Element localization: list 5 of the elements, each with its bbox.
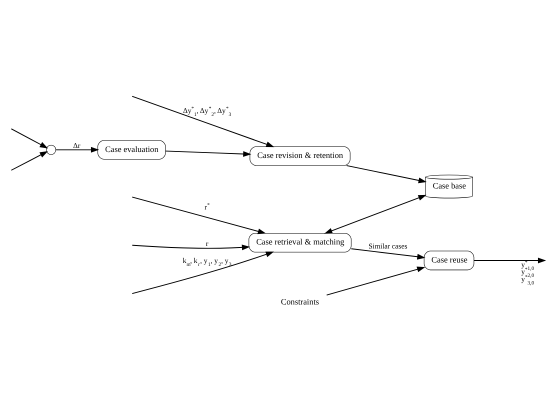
edge-label: Δr bbox=[73, 140, 80, 150]
edge-label: Similar cases bbox=[368, 241, 408, 250]
edge-label: r bbox=[206, 238, 208, 248]
node-text: Constraints bbox=[280, 296, 320, 306]
edge-label: r$^{*}$ bbox=[204, 202, 210, 212]
